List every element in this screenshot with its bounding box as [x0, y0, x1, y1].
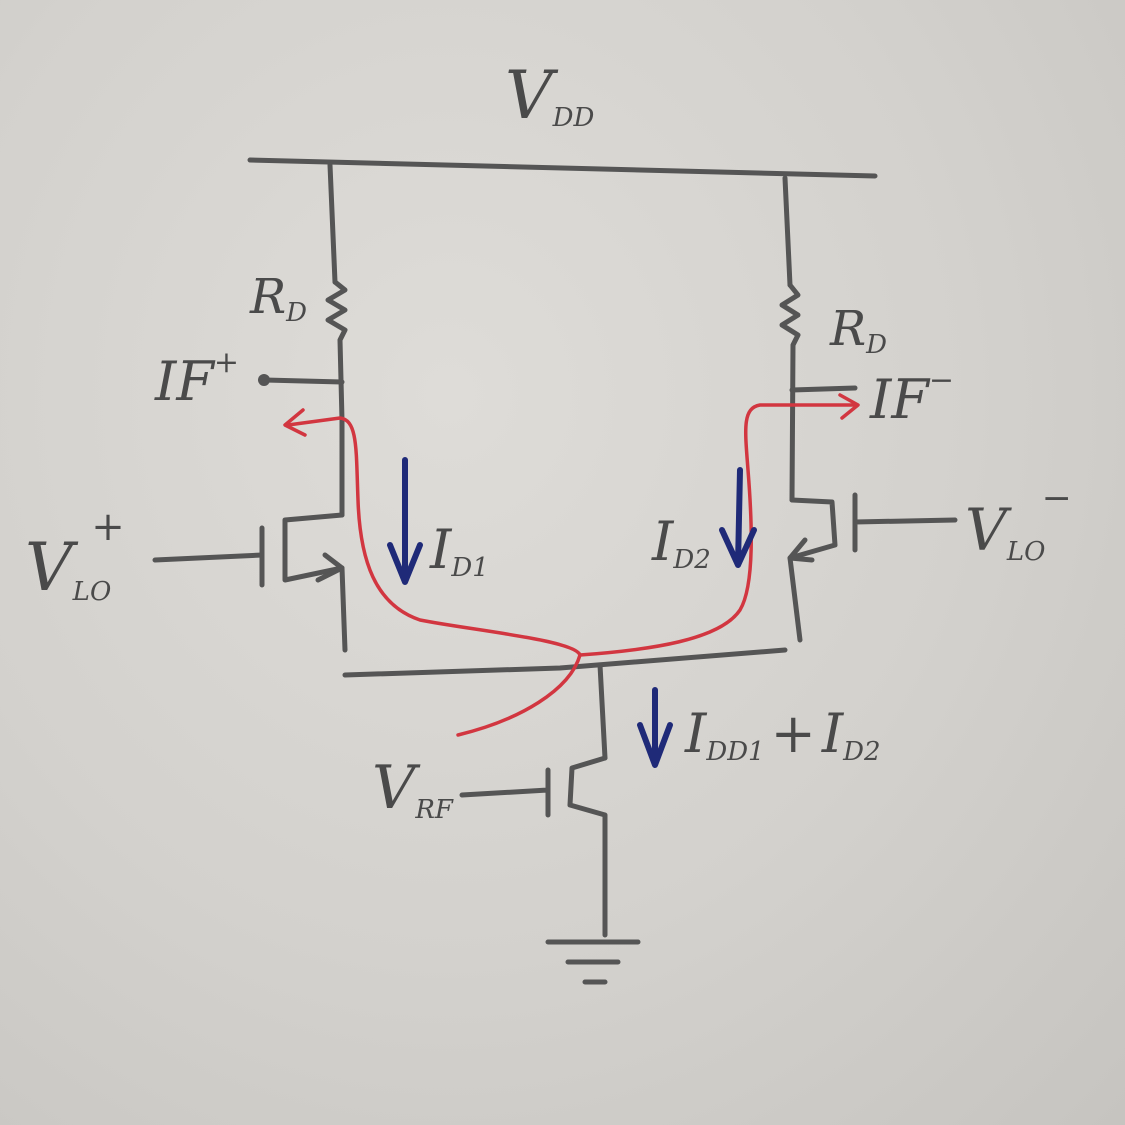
- tail-drain-wire: [597, 662, 608, 761]
- id2-arrow: [719, 467, 757, 568]
- if-minus-label: IF−: [869, 363, 954, 431]
- vlo-minus-label: VLO−: [965, 478, 1072, 567]
- vdd-rail: [247, 157, 878, 179]
- vdd-label: VDD: [505, 57, 595, 134]
- if-plus-label: IF+: [154, 345, 239, 413]
- rd-left-resistor: [325, 279, 348, 518]
- ground-symbol: [545, 939, 641, 985]
- rf-to-if-minus-path: [578, 403, 857, 657]
- lo-minus-source-arrow: [787, 537, 815, 563]
- rf-to-if-plus-path: [286, 416, 582, 737]
- if-plus-wire: [262, 377, 345, 385]
- id1-arrow: [387, 457, 423, 585]
- lo-plus-source-arrow: [315, 552, 345, 583]
- itotal-arrow: [637, 687, 673, 768]
- rf-tail-transistor: [459, 755, 608, 938]
- rd-right-label: RD: [829, 301, 887, 360]
- if-minus-wire: [789, 385, 858, 393]
- lo-plus-transistor: [152, 512, 348, 653]
- left-supply-wire: [327, 162, 338, 285]
- if-plus-arrowhead: [283, 408, 307, 437]
- if-minus-arrowhead: [838, 393, 860, 420]
- if-plus-terminal: [258, 374, 270, 386]
- rd-left-label: RD: [249, 269, 307, 328]
- id2-label: ID2: [651, 510, 711, 575]
- vlo-plus-label: VLO+: [25, 504, 125, 607]
- vrf-label: VRF: [372, 753, 454, 825]
- lo-minus-transistor: [787, 492, 958, 643]
- right-supply-wire: [782, 175, 793, 288]
- common-source-wire: [342, 647, 788, 678]
- id1-label: ID1: [429, 518, 489, 583]
- itotal-label: IDD1+ID2: [684, 702, 881, 767]
- rd-right-resistor: [779, 282, 801, 503]
